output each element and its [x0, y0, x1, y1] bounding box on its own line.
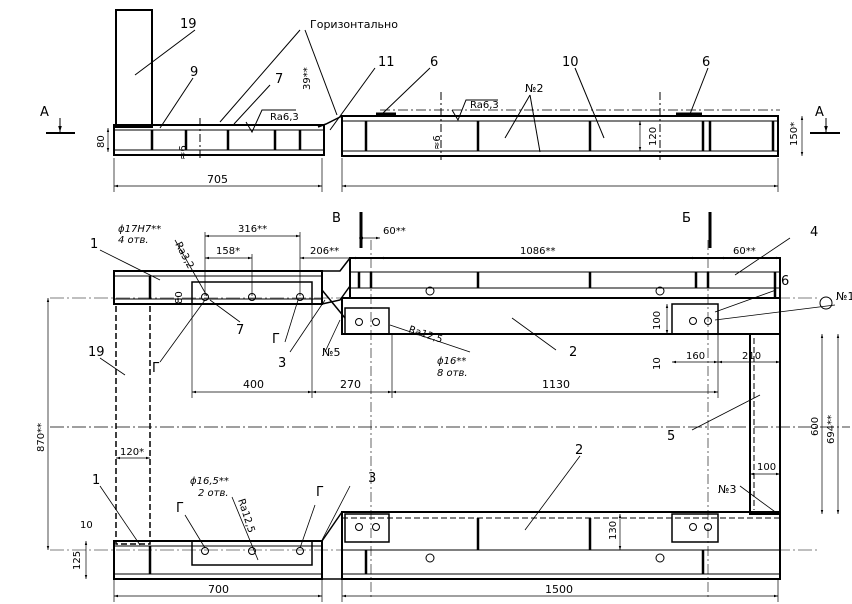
plan-dimensions: [46, 232, 840, 602]
callout-19-plan: 19: [88, 345, 105, 360]
dim-400: 400: [243, 378, 264, 391]
plan-view-labels: ϕ17H7** 4 отв. Ra3,2 316** 158* 80 1 19 …: [36, 211, 852, 596]
callout-10: 10: [562, 55, 579, 70]
hole-note-3: ϕ16,5**: [190, 476, 229, 487]
dim-120-left: 120*: [120, 447, 144, 458]
dim-160: 160: [686, 351, 705, 362]
weld-no-5: №5: [322, 346, 340, 359]
post-19-outline: [115, 9, 153, 128]
callout-7-plan: 7: [236, 323, 244, 338]
side-frame-right: [341, 115, 779, 157]
side-stiffeners: [150, 121, 775, 151]
dim-10-right: 10: [652, 357, 663, 370]
callout-9: 9: [190, 65, 198, 80]
hole-note-3-count: 2 отв.: [198, 488, 229, 499]
callout-6: 6: [430, 55, 438, 70]
callout-5: 5: [667, 429, 675, 444]
callout-g1: Г: [152, 361, 160, 376]
weld-no-1: №1: [836, 290, 852, 303]
hole-note-2-count: 8 отв.: [437, 368, 468, 379]
dim-210: 210: [742, 351, 761, 362]
plan-view: [46, 212, 850, 602]
side-view: [46, 9, 840, 192]
plate-top-right: [671, 303, 719, 335]
callout-3-bottom: 3: [368, 471, 376, 486]
left-upright: [115, 303, 151, 545]
roughness-1: Ra6,3: [270, 112, 299, 123]
callout-g2: Г: [272, 332, 280, 347]
right-upright: [749, 333, 781, 515]
horizontal-note: Горизонтально: [310, 18, 398, 31]
roughness-ra125: Ra12,5: [407, 324, 444, 345]
bottom-beam-right: [341, 511, 781, 580]
section-a-right: А: [815, 105, 824, 120]
dim-1086: 1086**: [520, 246, 555, 257]
plate-bottom-right: [671, 513, 719, 543]
callout-g4: Г: [316, 485, 324, 500]
dim-80-plan: 80: [174, 291, 185, 304]
dim-120: 120: [648, 127, 659, 146]
section-be: Б: [682, 211, 691, 226]
callout-2-bottom: 2: [575, 443, 583, 458]
bottom-beam-left: [113, 540, 323, 580]
callout-g3: Г: [176, 501, 184, 516]
dim-158: 158*: [216, 246, 240, 257]
roughness-ra125-2: Ra12,5: [235, 498, 256, 535]
callout-11: 11: [378, 55, 395, 70]
dim-100-lower: 100: [757, 462, 776, 473]
dim-206: 206**: [310, 246, 339, 257]
callout-2-top: 2: [569, 345, 577, 360]
dim-80-side: 80: [96, 135, 107, 148]
dim-316: 316**: [238, 224, 267, 235]
dim-1500: 1500: [545, 583, 573, 596]
roughness-ra32: Ra3,2: [172, 240, 195, 271]
dim-60-left: 60**: [383, 226, 406, 237]
dim-700: 700: [208, 583, 229, 596]
dim-10-left: 10: [80, 520, 93, 531]
section-a-left: А: [40, 105, 49, 120]
callout-6-plan: 6: [781, 274, 789, 289]
dim-694: 694**: [826, 415, 837, 444]
dim-130: 130: [608, 521, 619, 540]
callout-19: 19: [180, 17, 197, 32]
callout-3-top: 3: [278, 356, 286, 371]
section-b: В: [332, 211, 341, 226]
dim-39: 39**: [302, 67, 313, 90]
dim-870: 870**: [36, 423, 47, 452]
dim-6-left: ≈6: [178, 145, 189, 160]
plan-leaders: [99, 237, 836, 561]
hole-note-1: ϕ17H7**: [118, 224, 161, 235]
plan-stiffeners: [148, 272, 777, 574]
dim-125: 125: [72, 551, 83, 570]
plate-bottom-mid: [344, 513, 390, 543]
side-view-labels: 19 9 7 11 6 10 6 Горизонтально 39** Ra6,…: [40, 17, 824, 186]
weld-no-2: №2: [525, 82, 543, 95]
roughness-2: Ra6,3: [470, 100, 499, 111]
callout-4: 4: [810, 225, 818, 240]
dim-6-right: ≈6: [432, 135, 443, 150]
callout-1-bottom: 1: [92, 473, 100, 488]
dim-600: 600: [810, 417, 821, 436]
dim-705: 705: [207, 173, 228, 186]
dim-1130: 1130: [542, 378, 570, 391]
hole-note-1-count: 4 отв.: [118, 235, 149, 246]
dim-60-right: 60**: [733, 246, 756, 257]
hole-note-2: ϕ16**: [437, 356, 466, 367]
callout-1-top: 1: [90, 237, 98, 252]
plate-bottom-left: [191, 540, 313, 566]
weld-no-3: №3: [718, 483, 736, 496]
holes: [201, 286, 833, 563]
callout-7: 7: [275, 72, 283, 87]
callout-6-right: 6: [702, 55, 710, 70]
dim-270: 270: [340, 378, 361, 391]
dim-100-right: 100: [652, 311, 663, 330]
plate-top-mid: [344, 307, 390, 335]
dim-150: 150*: [789, 122, 800, 146]
top-beam-right: [349, 257, 781, 299]
